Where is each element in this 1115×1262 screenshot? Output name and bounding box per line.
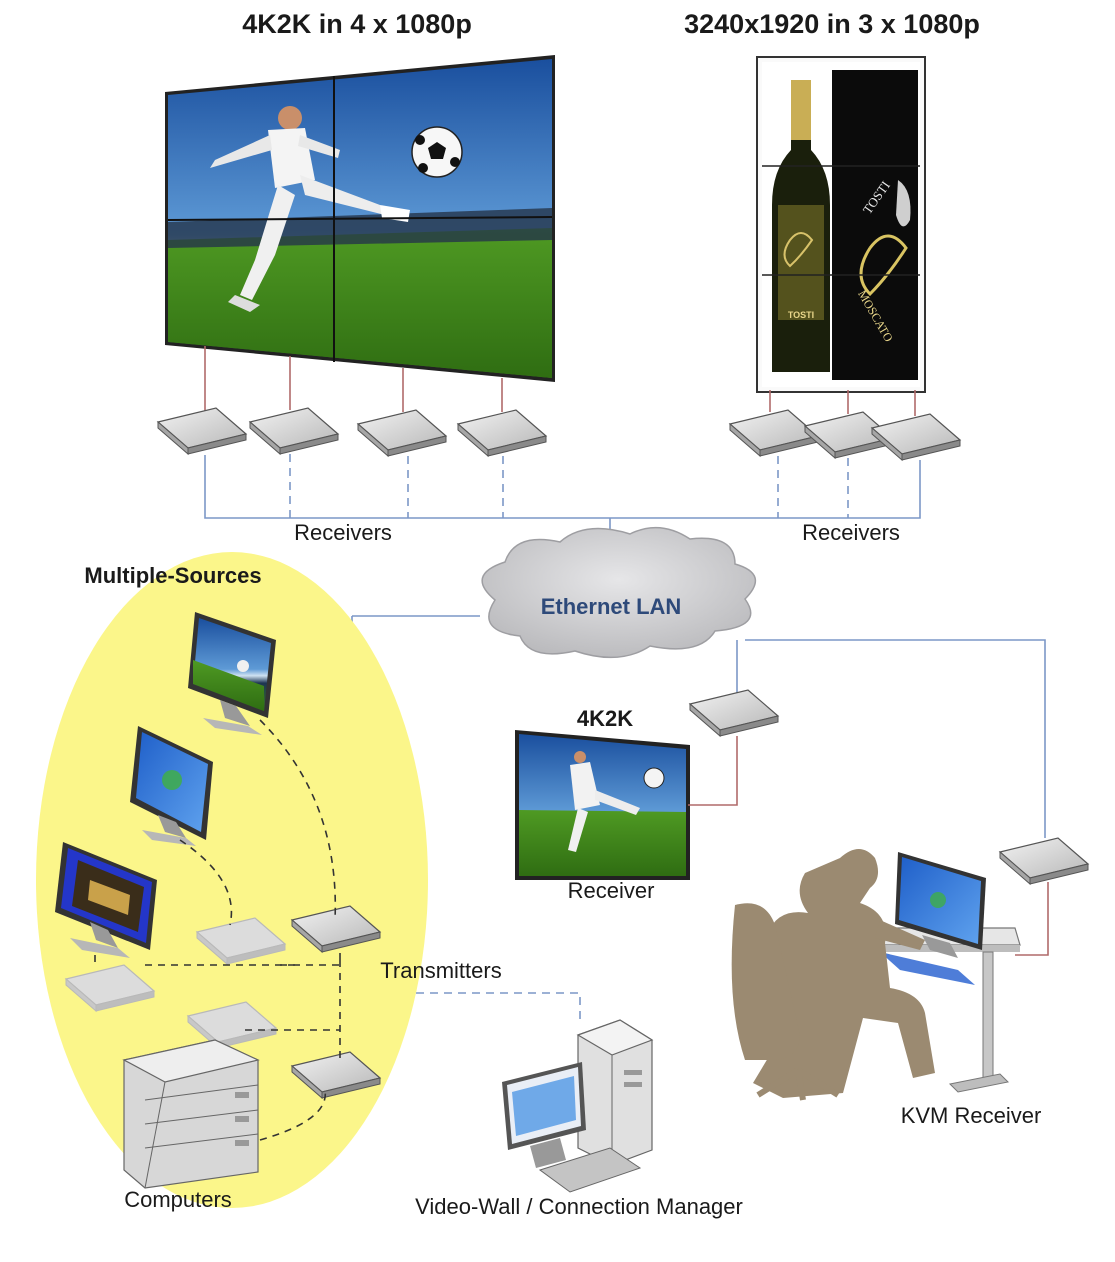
display-link: [688, 736, 738, 806]
manager-label: Video-Wall / Connection Manager: [415, 1194, 743, 1219]
computers-label: Computers: [124, 1187, 232, 1212]
right-video-wall: TOSTI TOSTI MOSCATO: [756, 56, 926, 393]
wine-bottle-image: TOSTI: [772, 80, 830, 372]
server-rack-icon: [122, 1039, 260, 1189]
receivers-right-label: Receivers: [802, 520, 900, 545]
person-at-desk-icon: [731, 849, 1021, 1101]
receiver-label: Receiver: [568, 878, 655, 903]
multiple-sources-label: Multiple-Sources: [84, 563, 261, 588]
wine-box-image: TOSTI MOSCATO: [832, 70, 918, 380]
display-links: [204, 346, 916, 418]
soccer-ball-icon: [411, 126, 463, 178]
receiver-box-icon: [249, 407, 339, 455]
single-display-label: 4K2K: [577, 706, 633, 731]
source-links: [94, 719, 341, 1141]
single-4k2k-display: [515, 730, 690, 880]
ethernet-lan-label: Ethernet LAN: [541, 594, 682, 619]
monitor-icon: [502, 1062, 586, 1168]
top-receivers-right: [729, 409, 961, 461]
multiple-sources-highlight: [36, 552, 428, 1208]
receiver-box-icon: [689, 689, 779, 737]
monitor-icon: [188, 612, 276, 735]
computer-tower-icon: [576, 1019, 654, 1166]
monitor-icon: [895, 852, 986, 958]
left-wall-title: 4K2K in 4 x 1080p: [242, 9, 472, 39]
receiver-box-icon: [999, 837, 1089, 885]
receiver-box-icon: [457, 409, 547, 457]
monitor-icon: [130, 726, 213, 846]
monitor-icon: [55, 842, 157, 958]
keyboard-icon: [538, 1147, 642, 1193]
receivers-left-label: Receivers: [294, 520, 392, 545]
cloud-icon: [481, 526, 757, 659]
receiver-box-icon: [729, 409, 819, 457]
receiver-box-icon: [871, 413, 961, 461]
receiver-box-icon: [357, 409, 447, 457]
kvm-link: [1015, 882, 1049, 956]
receiver-box-icon: [157, 407, 247, 455]
kvm-receiver-label: KVM Receiver: [901, 1103, 1042, 1128]
right-wall-title: 3240x1920 in 3 x 1080p: [684, 9, 980, 39]
top-receivers-left: [157, 407, 547, 457]
bottle-label: TOSTI: [788, 310, 814, 320]
left-video-wall: [165, 55, 555, 382]
transmitters-label: Transmitters: [380, 958, 501, 983]
